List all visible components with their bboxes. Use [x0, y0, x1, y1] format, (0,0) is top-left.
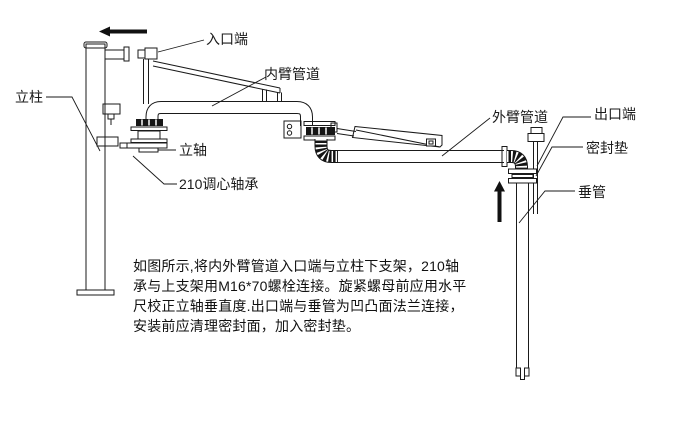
lower-support-bracket	[96, 136, 119, 147]
hatched-elbow-outlet	[507, 150, 528, 170]
label-vertical-shaft: 立轴	[179, 142, 207, 158]
label-outer-arm-pipe: 外臂管道	[492, 109, 548, 125]
label-bearing-210: 210调心轴承	[179, 176, 258, 192]
inner-arm-pipe	[145, 101, 313, 126]
balance-cylinder	[330, 122, 443, 148]
label-outlet-end: 出口端	[594, 106, 636, 122]
outer-arm-pipe	[334, 146, 508, 167]
mid-support-bracket	[102, 103, 121, 115]
label-gasket: 密封垫	[586, 140, 628, 156]
upper-support-bracket	[104, 49, 125, 60]
notes-line-3: 尺校正立轴垂直度.出口端与垂管为凹凸面法兰连接，	[133, 298, 464, 314]
flange-gasket-joint	[508, 168, 537, 184]
label-column: 立柱	[15, 89, 43, 105]
notes-line-1: 如图所示,将内外臂管道入口端与立柱下支架，210轴	[133, 258, 460, 274]
hatched-elbow-mid	[314, 139, 338, 163]
label-inlet-end: 入口端	[206, 31, 248, 47]
notes-line-4: 安装前应清理密封面，加入密封垫。	[133, 318, 361, 334]
flow-direction-arrow-up	[494, 181, 505, 222]
leader-lines	[46, 39, 591, 224]
tie-rod	[152, 60, 282, 101]
flow-direction-arrow-left	[99, 26, 147, 37]
label-drop-pipe: 垂管	[578, 184, 606, 200]
notes-line-2: 承与上支架用M16*70螺栓连接。旋紧螺母前应用水平	[133, 278, 467, 294]
column-post	[76, 41, 130, 296]
bearing-210-assembly	[119, 119, 168, 153]
label-inner-arm-pipe: 内臂管道	[264, 66, 320, 82]
inlet-riser	[137, 47, 158, 104]
installation-notes: 如图所示,将内外臂管道入口端与立柱下支架，210轴 承与上支架用M16*70螺栓…	[133, 256, 493, 336]
drop-pipe	[515, 183, 530, 380]
